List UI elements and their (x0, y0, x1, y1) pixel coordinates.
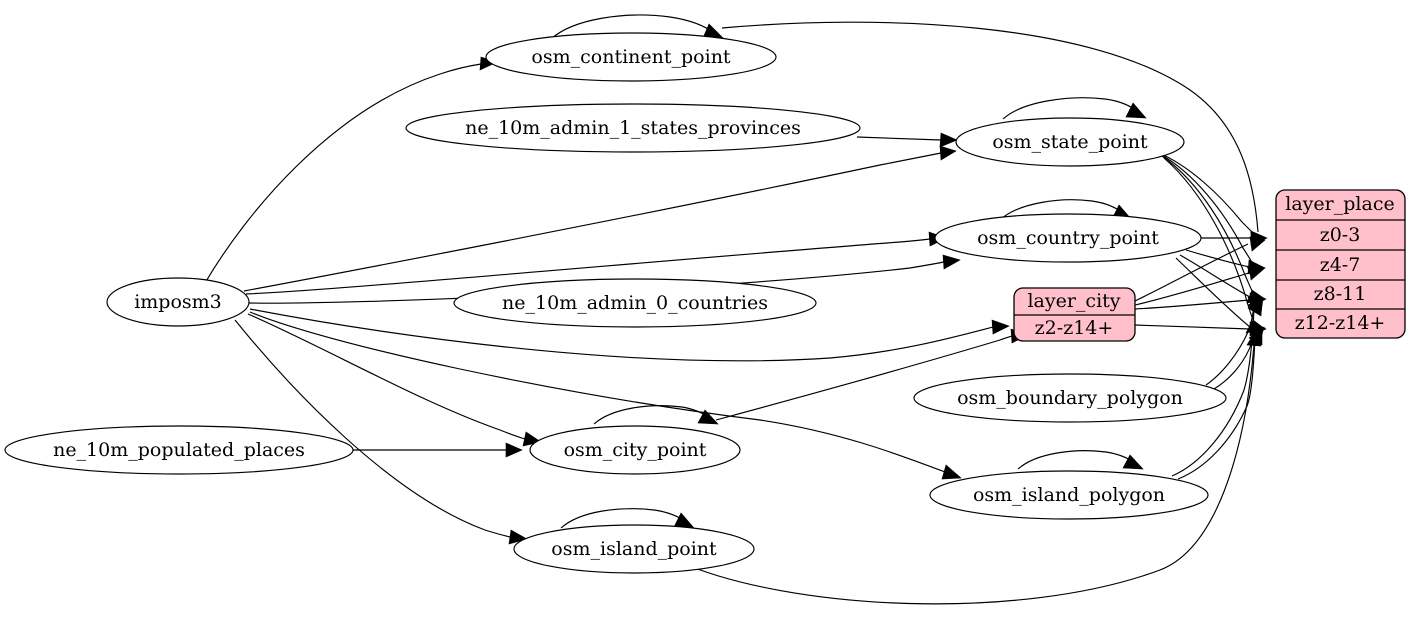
record-layer-city-row-z2[interactable]: z2-z14+ (1035, 317, 1114, 339)
edge-imposm3-to-osm-city-point (247, 313, 542, 447)
edge-imposm3-to-layer-city (249, 308, 1010, 362)
node-osm-continent-point[interactable]: osm_continent_point (485, 32, 777, 82)
node-layer: osm_continent_point ne_10m_admin_1_state… (4, 32, 1227, 574)
edge-layer-city-to-layer-place-z4-7 (1134, 265, 1266, 306)
node-label-ne-10m-admin-1-states-provinces: ne_10m_admin_1_states_provinces (465, 117, 801, 139)
node-imposm3[interactable]: imposm3 (106, 277, 250, 327)
node-ne-10m-admin-1-states-provinces[interactable]: ne_10m_admin_1_states_provinces (405, 103, 861, 153)
node-osm-state-point[interactable]: osm_state_point (955, 117, 1185, 167)
node-ne-10m-admin-0-countries[interactable]: ne_10m_admin_0_countries (453, 278, 817, 328)
node-label-ne-10m-admin-0-countries: ne_10m_admin_0_countries (502, 292, 768, 314)
node-osm-island-point[interactable]: osm_island_point (513, 524, 755, 574)
record-layer-place-row-z8-11[interactable]: z8-11 (1314, 283, 1367, 305)
edge-osm-island-polygon-to-layer-place-z12 (1177, 328, 1263, 480)
edge-layer-city-to-layer-place-z0-3 (1134, 236, 1266, 302)
record-layer-place[interactable]: layer_place z0-3 z4-7 z8-11 z12-z14+ (1275, 189, 1406, 339)
edge-layer (204, 14, 1268, 605)
record-layer: layer_city z2-z14+ layer_place z0-3 z4-7… (1013, 189, 1406, 342)
edge-osm-state-point-to-layer-place-z4-7 (1159, 153, 1265, 280)
node-label-osm-continent-point: osm_continent_point (531, 46, 731, 68)
node-label-ne-10m-populated-places: ne_10m_populated_places (53, 439, 305, 461)
node-osm-boundary-polygon[interactable]: osm_boundary_polygon (913, 373, 1227, 423)
edge-imposm3-to-osm-island-point (234, 319, 528, 545)
node-label-osm-state-point: osm_state_point (992, 131, 1148, 153)
node-label-osm-island-point: osm_island_point (551, 538, 717, 560)
edge-osm-state-point-self-loop (1002, 97, 1147, 120)
record-layer-place-title: layer_place (1285, 193, 1394, 215)
edge-imposm3-to-osm-island-polygon (249, 311, 962, 480)
edge-osm-island-point-to-layer-place-z12 (679, 329, 1262, 605)
node-label-osm-country-point: osm_country_point (977, 227, 1159, 249)
edge-ne-populated-places-to-osm-city-point (352, 442, 523, 458)
node-osm-city-point[interactable]: osm_city_point (529, 425, 741, 475)
record-layer-place-row-z0-3[interactable]: z0-3 (1320, 224, 1361, 246)
edge-osm-city-point-self-loop (593, 405, 719, 425)
node-label-osm-island-polygon: osm_island_polygon (973, 484, 1165, 506)
record-layer-city[interactable]: layer_city z2-z14+ (1013, 287, 1136, 342)
node-label-osm-city-point: osm_city_point (564, 439, 707, 461)
record-layer-place-row-z4-7[interactable]: z4-7 (1320, 254, 1361, 276)
node-osm-island-polygon[interactable]: osm_island_polygon (929, 470, 1209, 520)
record-layer-place-row-z12[interactable]: z12-z14+ (1295, 312, 1386, 334)
node-label-osm-boundary-polygon: osm_boundary_polygon (957, 387, 1183, 409)
record-layer-place-body (1275, 189, 1406, 339)
node-ne-10m-populated-places[interactable]: ne_10m_populated_places (4, 425, 354, 475)
edge-imposm3-to-osm-state-point (243, 145, 957, 292)
node-label-imposm3: imposm3 (134, 291, 222, 313)
edge-osm-island-polygon-self-loop (1017, 450, 1144, 470)
edge-imposm3-to-osm-continent-point (204, 56, 498, 284)
record-layer-city-title: layer_city (1027, 290, 1120, 312)
edge-osm-continent-point-self-loop (550, 14, 724, 40)
edge-ne-states-to-osm-state-point (856, 132, 958, 148)
node-osm-country-point[interactable]: osm_country_point (934, 213, 1202, 263)
